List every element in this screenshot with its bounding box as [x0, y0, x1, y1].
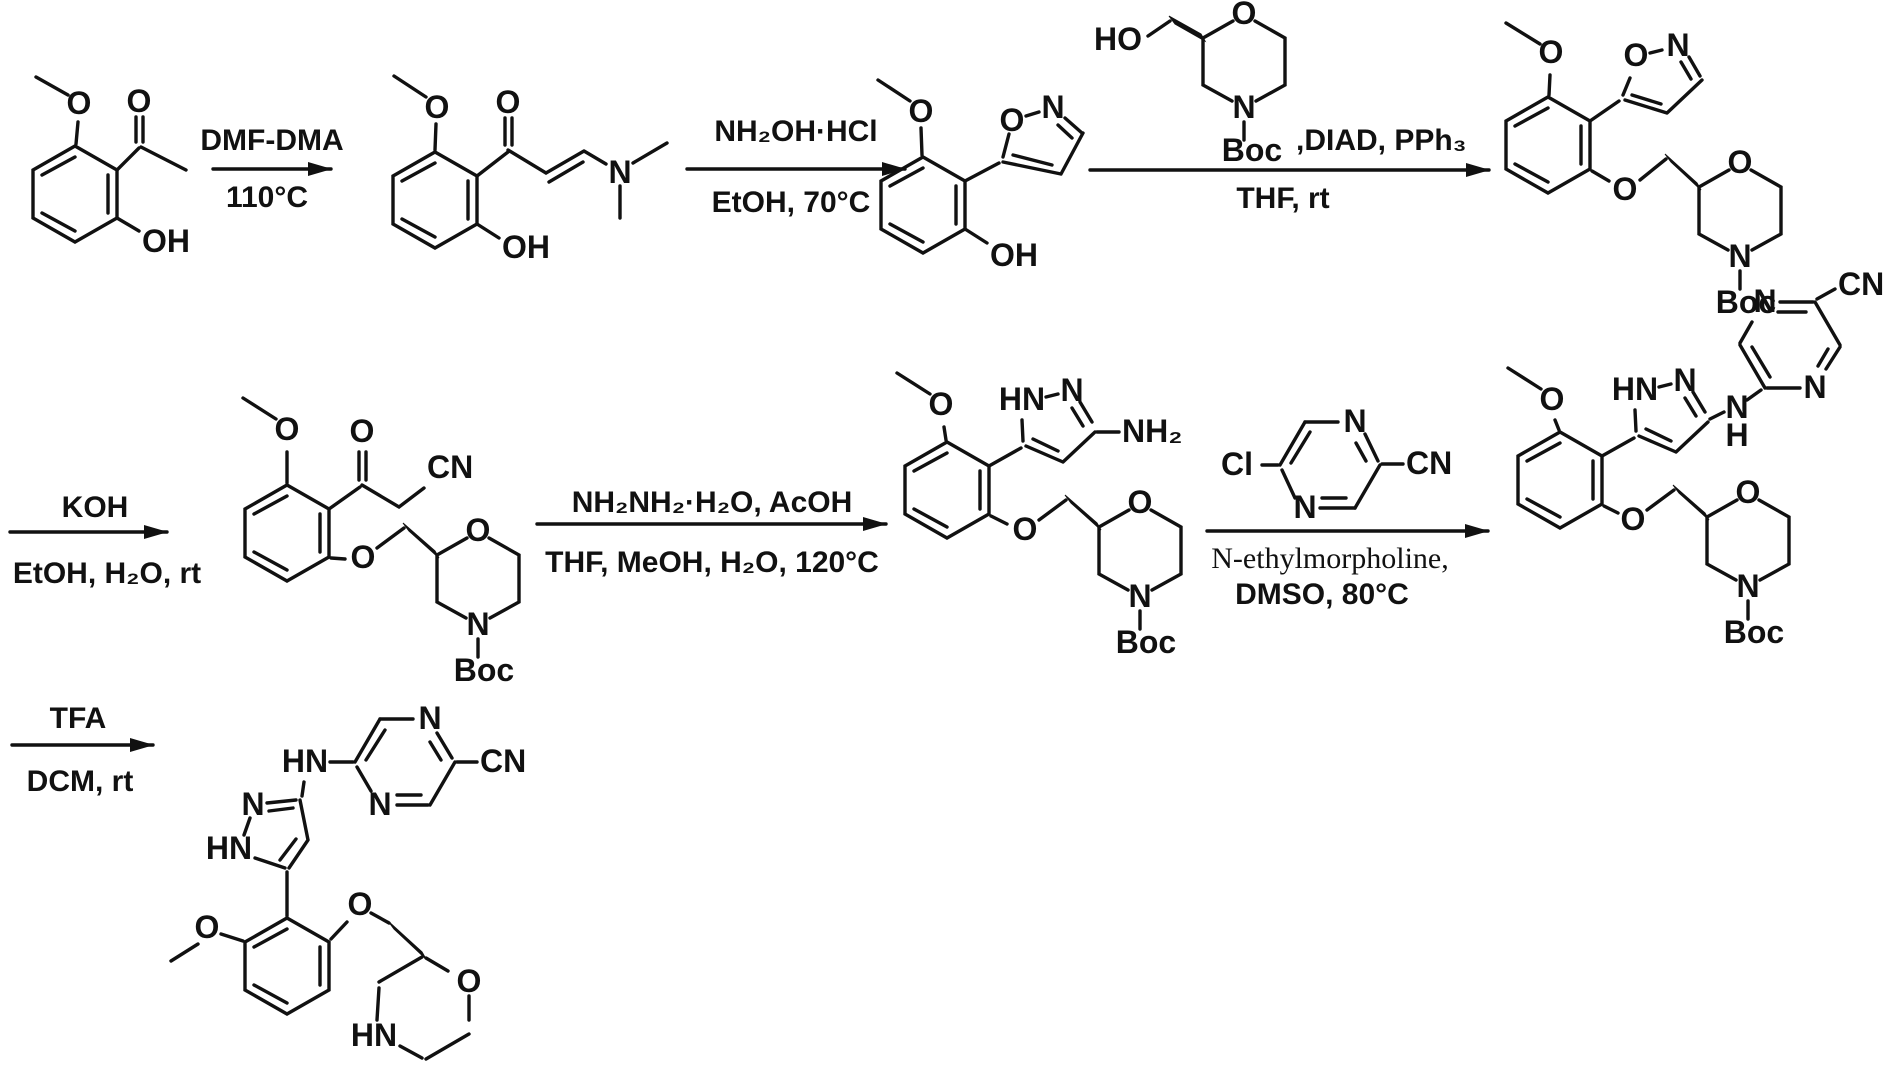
- reaction-arrow-step7: TFA DCM, rt: [12, 702, 153, 798]
- compound-2-structure: O O N OH: [393, 76, 667, 265]
- step3-conditions: THF, rt: [1236, 182, 1329, 215]
- boc-label: Boc: [1222, 132, 1282, 168]
- morpholine-o-label: O: [1728, 144, 1753, 180]
- step3-reagent-suffix: ,DIAD, PPh₃: [1296, 124, 1467, 157]
- reaction-arrow-step5: NH₂NH₂·H₂O, AcOH THF, MeOH, H₂O, 120°C: [537, 486, 886, 579]
- step1-conditions: 110°C: [226, 181, 308, 214]
- pyrazine-n1-label: N: [1343, 403, 1366, 439]
- phenol-oh-label: OH: [142, 223, 190, 259]
- isoxazole-n-label: N: [1041, 89, 1064, 125]
- pyrazole-n-label: N: [1673, 362, 1696, 398]
- step5-conditions: THF, MeOH, H₂O, 120°C: [545, 546, 879, 579]
- pyrazole-hn-label: HN: [999, 381, 1045, 417]
- reaction-arrow-step3: THF, rt: [1090, 170, 1489, 215]
- step4-conditions: EtOH, H₂O, rt: [13, 557, 201, 590]
- step4-reagent: KOH: [62, 491, 129, 524]
- reagent-boc-morpholinemethanol: HO O N Boc ,DIAD, PPh₃: [1094, 0, 1467, 168]
- morpholine-n-label: N: [1728, 238, 1751, 274]
- carbonyl-o-label: O: [127, 83, 152, 119]
- morpholine-n-label: N: [1736, 568, 1759, 604]
- ether-o-label: O: [1613, 171, 1638, 207]
- methoxy-o-label: O: [1539, 34, 1564, 70]
- morpholine-o-label: O: [1232, 0, 1257, 31]
- reaction-arrow-step6: N-ethylmorpholine, DMSO, 80°C: [1207, 531, 1488, 611]
- pyrazine-n4-label: N: [1803, 369, 1826, 405]
- methoxy-o-label: O: [909, 93, 934, 129]
- morpholine-hn-label: HN: [351, 1017, 397, 1053]
- linker-h-label: H: [1725, 417, 1748, 453]
- pyrazine-n1-label: N: [1753, 283, 1776, 319]
- phenol-oh-label: OH: [502, 229, 550, 265]
- compound-3-structure: O O N OH: [878, 80, 1083, 273]
- pyrazine-n1-label: N: [418, 700, 441, 736]
- compound-1-structure: O O OH: [33, 77, 190, 259]
- boc-label: Boc: [454, 652, 514, 688]
- methoxy-o-label: O: [1540, 381, 1565, 417]
- ether-o-label: O: [1621, 501, 1646, 537]
- hydroxyl-ho-label: HO: [1094, 21, 1142, 57]
- morpholine-o-label: O: [457, 963, 482, 999]
- methoxy-o-label: O: [195, 909, 220, 945]
- compound-7-structure: O HN N N H N N CN O O N Boc: [1508, 266, 1884, 650]
- compound-4-structure: O O N O O N Boc: [1506, 23, 1781, 320]
- step2-conditions: EtOH, 70°C: [712, 186, 871, 219]
- step2-reagent: NH₂OH·HCl: [714, 115, 877, 148]
- isoxazole-o-label: O: [1624, 37, 1649, 73]
- nitrile-cn-label: CN: [1838, 266, 1884, 302]
- chloro-cl-label: Cl: [1221, 446, 1253, 482]
- reaction-arrow-step4: KOH EtOH, H₂O, rt: [10, 491, 201, 590]
- linker-hn-label: HN: [282, 743, 328, 779]
- nitrile-cn-label: CN: [1406, 445, 1452, 481]
- compound-5-structure: O O CN O O N Boc: [243, 398, 519, 688]
- methoxy-o-label: O: [275, 411, 300, 447]
- pyrazine-n4-label: N: [1293, 489, 1316, 525]
- morpholine-o-label: O: [1736, 474, 1761, 510]
- step1-reagent: DMF-DMA: [200, 124, 343, 157]
- morpholine-o-label: O: [466, 512, 491, 548]
- phenol-oh-label: OH: [990, 237, 1038, 273]
- isoxazole-o-label: O: [1000, 102, 1025, 138]
- morpholine-n-label: N: [466, 606, 489, 642]
- compound-8-structure: O HN N HN N N CN O O HN: [171, 700, 526, 1059]
- reagent-chloropyrazine-carbonitrile: Cl N N CN: [1221, 403, 1452, 525]
- step5-reagent: NH₂NH₂·H₂O, AcOH: [572, 486, 853, 519]
- ether-o-label: O: [1013, 511, 1038, 547]
- compound-6-structure: O HN N NH₂ O O N Boc: [897, 372, 1182, 660]
- carbonyl-o-label: O: [496, 84, 521, 120]
- pyrazine-n4-label: N: [368, 786, 391, 822]
- pyrazole-hn-label: HN: [206, 830, 252, 866]
- methoxy-o-label: O: [929, 386, 954, 422]
- reaction-arrow-step1: DMF-DMA 110°C: [200, 124, 343, 214]
- step6-conditions-line2: DMSO, 80°C: [1235, 578, 1409, 611]
- amino-nh2-label: NH₂: [1122, 413, 1182, 449]
- ether-o-label: O: [351, 539, 376, 575]
- step6-conditions-line1: N-ethylmorpholine,: [1211, 542, 1448, 575]
- boc-label: Boc: [1116, 624, 1176, 660]
- pyrazole-hn-label: HN: [1612, 371, 1658, 407]
- step7-reagent: TFA: [50, 702, 107, 735]
- nitrile-cn-label: CN: [480, 743, 526, 779]
- isoxazole-n-label: N: [1666, 27, 1689, 63]
- carbonyl-o-label: O: [350, 413, 375, 449]
- reaction-arrow-step2: NH₂OH·HCl EtOH, 70°C: [687, 115, 905, 219]
- boc-label: Boc: [1724, 614, 1784, 650]
- methoxy-o-label: O: [67, 85, 92, 121]
- dimethylamino-n-label: N: [608, 154, 631, 190]
- pyrazole-n-label: N: [1060, 372, 1083, 408]
- morpholine-o-label: O: [1128, 484, 1153, 520]
- methoxy-o-label: O: [425, 89, 450, 125]
- step7-conditions: DCM, rt: [27, 765, 134, 798]
- morpholine-n-label: N: [1232, 89, 1255, 125]
- morpholine-n-label: N: [1128, 578, 1151, 614]
- pyrazole-n-label: N: [241, 786, 264, 822]
- ether-o-label: O: [348, 886, 373, 922]
- nitrile-cn-label: CN: [427, 449, 473, 485]
